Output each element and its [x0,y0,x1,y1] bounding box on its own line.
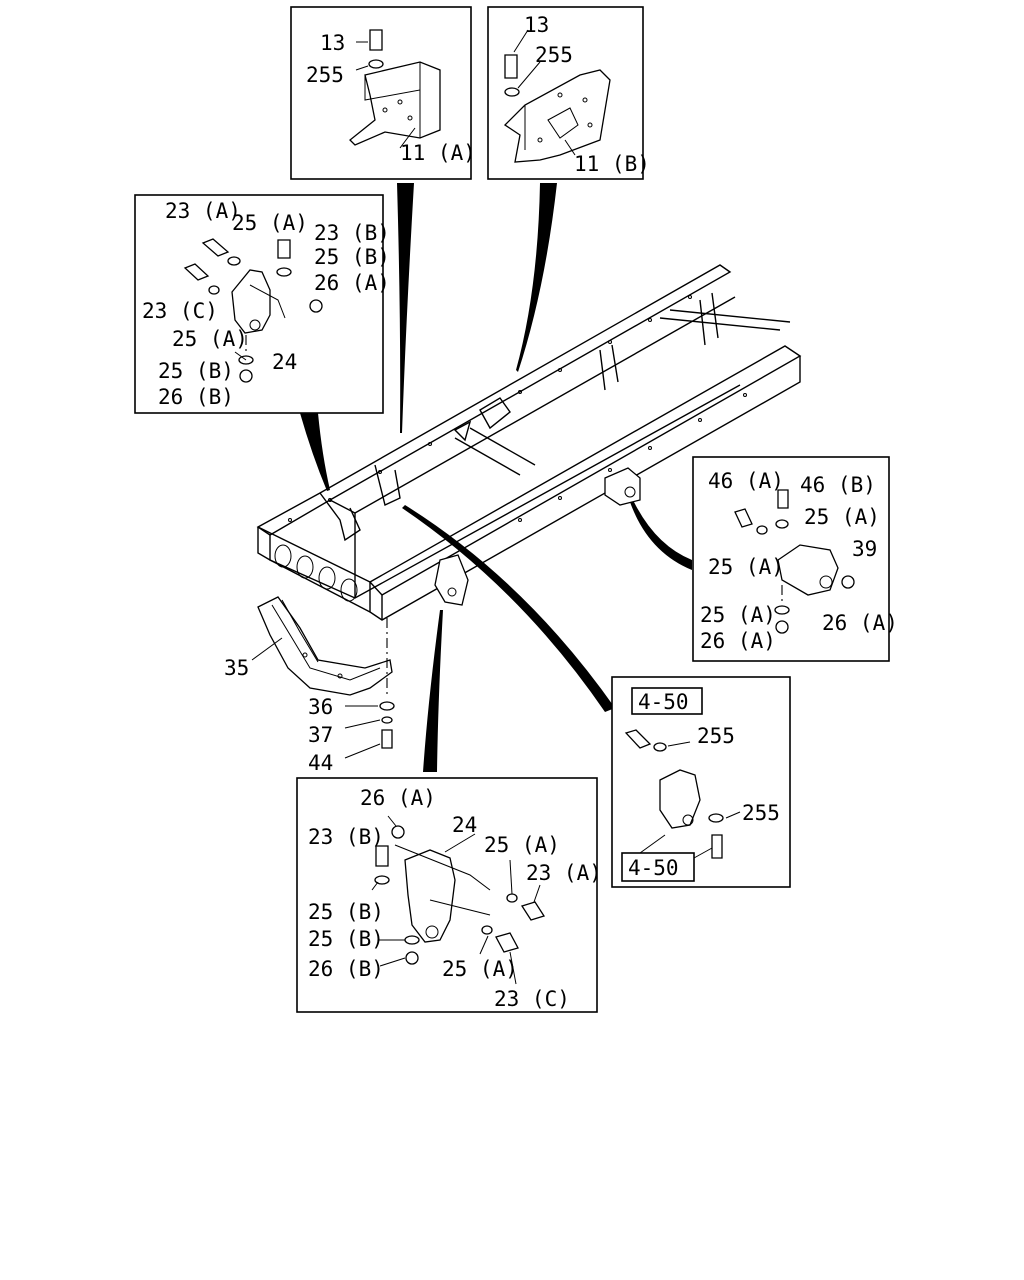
label-25b2-bottom: 25 (B) [308,927,384,951]
label-23a-bottom: 23 (A) [526,861,602,885]
bracket-24-bottom-shape [404,849,456,943]
crossmember-35: 35 [224,596,393,696]
label-37: 37 [308,723,333,747]
label-11b: 11 (B) [574,152,650,176]
bolt-13-icon [369,29,383,51]
label-13-a: 13 [320,31,345,55]
label-36: 36 [308,695,333,719]
nut-26b-icon [239,369,253,383]
label-26a-bottom: 26 (A) [360,786,436,810]
washer-36 [379,701,395,711]
label-ref-top: 4-50 [638,690,689,714]
washer-255-icon [368,59,384,69]
bracket-11b-shape [503,69,611,163]
label-44: 44 [308,751,333,775]
label-23c-bottom: 23 (C) [494,987,570,1011]
label-23b-bottom: 23 (B) [308,825,384,849]
bolt-46b-icon [777,489,789,509]
label-25a2-right: 25 (A) [708,555,784,579]
label-46b: 46 (B) [800,473,876,497]
label-23c-left: 23 (C) [142,299,218,323]
label-26a-right: 26 (A) [822,611,898,635]
bolt-23a-bottom-icon [520,901,546,921]
label-26a2-right: 26 (A) [700,629,776,653]
bolt-23b-bottom-icon [375,845,389,867]
label-13-b: 13 [524,13,549,37]
bracket-24-shape [231,269,271,334]
inset-bottom-bracket-24: 26 (A) 24 23 (B) 25 (A) 23 (A) 25 (B) 25… [296,777,602,1013]
washer-37 [381,716,393,724]
bolt-13b-icon [504,54,518,79]
ref-box-top [631,687,703,715]
nut-26a-bottom-icon [391,825,405,839]
label-25a-left: 25 (A) [232,211,308,235]
label-26b-left: 26 (B) [158,385,234,409]
bolt-23a-icon [201,238,230,257]
frame-hole [318,566,336,590]
inset-right-mount-39: 46 (A) 46 (B) 25 (A) 25 (A) 39 25 (A) 26… [692,456,898,662]
label-23a-left: 23 (A) [165,199,241,223]
frame-hole [274,544,292,568]
label-25b-left: 25 (B) [314,245,390,269]
label-25a2-bottom: 25 (A) [442,957,518,981]
label-26a-left: 26 (A) [314,271,390,295]
nut-26a-icon [309,299,323,313]
inset-bracket-11a: 13 255 11 (A) [290,6,476,180]
label-39: 39 [852,537,877,561]
bolt-23b-icon [277,239,291,259]
label-11a: 11 (A) [400,141,476,165]
frame-hole [296,555,314,579]
bracket-11a-shape [349,61,441,146]
bolt-44 [381,729,393,749]
label-23b-left: 23 (B) [314,221,390,245]
bolt-23c-icon [183,263,210,281]
mount-39-shape [777,544,839,596]
label-24-left: 24 [272,350,297,374]
label-26b-bottom: 26 (B) [308,957,384,981]
inset-left-bracket-24: 23 (A) 25 (A) 23 (B) 25 (B) 26 (A) 23 (C… [134,194,390,414]
fastener-stack-36-37-44: 36 37 44 [308,695,395,775]
nut-26a-right-icon [841,575,855,589]
ref-box-bottom [621,852,695,882]
washer-255b-icon [504,87,520,97]
label-25a-bottom: 25 (A) [484,833,560,857]
label-255-ref-top: 255 [697,724,735,748]
label-46a: 46 (A) [708,469,784,493]
label-25a3-right: 25 (A) [700,603,776,627]
label-35: 35 [224,656,249,680]
label-25b2-left: 25 (B) [158,359,234,383]
bracket-ref-shape [659,769,701,829]
frame-hole [340,578,358,602]
chassis-frame [256,264,802,621]
nut-26b-bottom-icon [405,951,419,965]
label-255-ref-right: 255 [742,801,780,825]
inset-ref-4-50: 4-50 255 255 4-50 [611,676,791,888]
label-25b-bottom: 25 (B) [308,900,384,924]
bolt-46a-icon [734,508,753,528]
frame-bracket-front [434,554,469,606]
label-25a2-left: 25 (A) [172,327,248,351]
label-ref-bottom: 4-50 [628,856,679,880]
label-24-bottom: 24 [452,813,477,837]
label-25a-right: 25 (A) [804,505,880,529]
inset-bracket-11b: 13 255 11 (B) [487,6,650,180]
label-255-a: 255 [306,63,344,87]
callout-pointers [300,183,692,772]
bolt-23c-bottom-icon [495,932,519,953]
label-255-b: 255 [535,43,573,67]
frame-mount-right [604,467,641,506]
